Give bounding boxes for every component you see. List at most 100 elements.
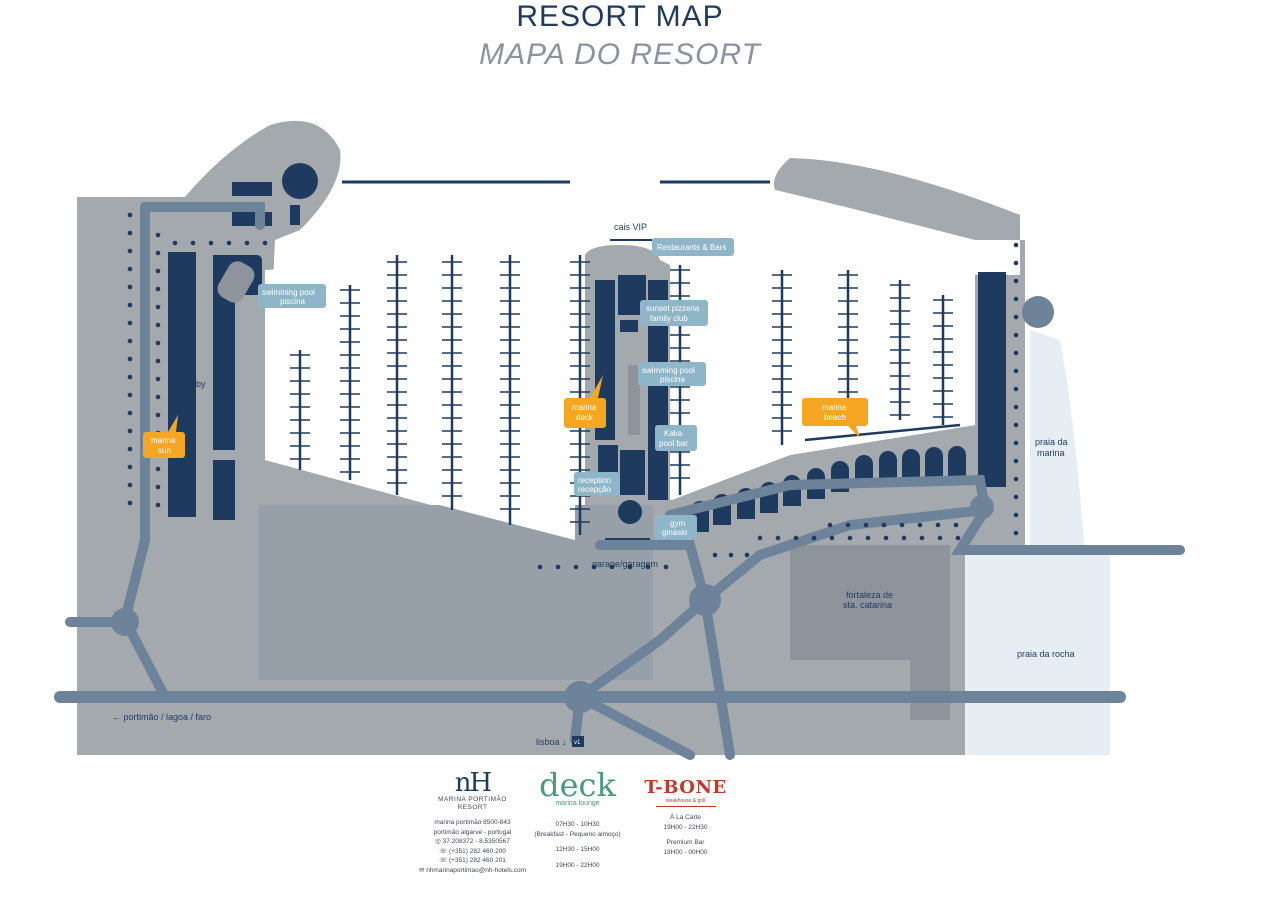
villa	[948, 446, 966, 477]
tree-dot	[127, 446, 133, 452]
tbone-hours: À La Carte	[669, 814, 702, 821]
tree-dot	[190, 240, 196, 246]
bubble-marina-sun[interactable]: marina sun	[143, 415, 185, 458]
label-fortaleza-2: sta. catarina	[843, 600, 892, 610]
villa	[902, 449, 920, 480]
left-docks	[298, 255, 582, 535]
label-gym-pt: ginásio	[662, 528, 688, 537]
tree-dot	[155, 412, 161, 418]
label-cais-vip: cais VIP	[614, 222, 647, 232]
tbone-info: T-BONE steakhouse & grill À La Carte 19H…	[638, 778, 733, 857]
tree-dot	[1013, 386, 1019, 392]
nh-phone[interactable]: ☏ (+351) 282 460 200	[439, 847, 506, 855]
beach-area	[1030, 330, 1085, 555]
tree-dot	[155, 250, 161, 256]
tree-dot	[811, 535, 817, 541]
label-route: v1	[574, 740, 581, 746]
deck-subtitle: marina lounge	[555, 800, 600, 807]
label-pool-bar: pool bar	[659, 439, 688, 448]
tree-dot	[1013, 404, 1019, 410]
tall-building-right	[978, 272, 1006, 487]
tree-dot	[1013, 242, 1019, 248]
label-restaurants: Restaurants & Bars	[657, 243, 726, 252]
tree-dot	[1013, 278, 1019, 284]
label-lisboa: lisboa ↓	[536, 737, 567, 747]
tree-dot	[863, 522, 869, 528]
label-praia-marina-1: praia da	[1035, 437, 1068, 447]
nh-line: ◎ 37.208372 - 8.5350567	[435, 838, 510, 845]
tbone-logo: T-BONE	[644, 777, 727, 798]
tree-dot	[827, 522, 833, 528]
label-pool-center-pt: piscina	[660, 375, 685, 384]
tree-dot	[127, 230, 133, 236]
tree-dot	[155, 502, 161, 508]
bubble-kaka[interactable]: Kaka pool bar	[655, 425, 697, 451]
tree-dot	[1013, 440, 1019, 446]
nh-logo: nH	[454, 768, 492, 798]
bubble-marina-beach[interactable]: marina beach	[802, 398, 868, 438]
tree-dot	[127, 212, 133, 218]
tree-dot	[127, 338, 133, 344]
tree-dot	[917, 522, 923, 528]
bubble-restaurants[interactable]: Restaurants & Bars	[652, 238, 734, 256]
deck-hours: (Breakfast - Pequeno almoço)	[534, 830, 621, 838]
parking-area	[258, 505, 653, 680]
label-marina-beach-2: beach	[824, 413, 846, 422]
fortress-annex	[910, 620, 950, 720]
bubble-gym[interactable]: gym ginásio	[655, 515, 697, 539]
tree-dot	[937, 535, 943, 541]
center-pool	[628, 365, 640, 435]
nh-line: marina portimão 8500-843	[434, 819, 511, 826]
tree-dot	[1013, 314, 1019, 320]
bubble-pool-center[interactable]: swimming pool piscina	[638, 362, 706, 386]
label-reception-pt: recepção	[578, 485, 611, 494]
tree-dot	[899, 522, 905, 528]
tree-dot	[127, 374, 133, 380]
nh-name-1: MARINA PORTIMÃO	[438, 796, 507, 803]
tree-dot	[847, 535, 853, 541]
label-pool-center-en: swimming pool	[642, 366, 695, 375]
tree-dot	[262, 240, 268, 246]
deck-logo: deck	[539, 766, 616, 804]
bubble-sunset-pizzeria[interactable]: sunset pizzeria family club	[640, 300, 708, 326]
tree-dot	[155, 484, 161, 490]
tree-dot	[127, 392, 133, 398]
deck-info: deck marina lounge 07H30 - 10H30 (Breakf…	[520, 766, 635, 870]
tree-dot	[935, 522, 941, 528]
tree-dot	[172, 240, 178, 246]
tree-dot	[1013, 512, 1019, 518]
tree-dot	[1013, 260, 1019, 266]
tree-dot	[1013, 296, 1019, 302]
map-title: RESORT MAP	[516, 0, 724, 33]
tree-dot	[955, 535, 961, 541]
label-reception-en: reception	[578, 476, 611, 485]
tree-dot	[127, 320, 133, 326]
tree-dot	[881, 522, 887, 528]
left-pool-shape	[217, 261, 255, 303]
bubble-reception[interactable]: reception recepção	[574, 472, 620, 496]
tree-dot	[573, 564, 579, 570]
tree-dot	[555, 564, 561, 570]
bubble-pool-left[interactable]: swimming pool piscina	[258, 284, 326, 308]
marina-water-left	[265, 255, 575, 540]
tree-dot	[744, 552, 750, 558]
tree-dot	[1013, 350, 1019, 356]
tree-dot	[155, 304, 161, 310]
label-marina-sun-2: sun	[158, 446, 171, 455]
tree-dot	[953, 522, 959, 528]
nh-email[interactable]: ✉ nhmarinaportimao@nh-hotels.com	[418, 866, 527, 874]
label-family-club: family club	[650, 314, 688, 323]
tree-dot	[155, 286, 161, 292]
tree-dot	[1013, 494, 1019, 500]
tree-dot	[609, 564, 615, 570]
tree-dot	[226, 240, 232, 246]
tree-dot	[127, 428, 133, 434]
bubble-marina-deck[interactable]: marina deck	[564, 375, 606, 428]
tree-dot	[829, 535, 835, 541]
label-marina-deck-2: deck	[576, 413, 594, 422]
tbone-divider	[655, 806, 716, 807]
nh-fax[interactable]: ☏ (+351) 282 460 201	[439, 857, 506, 864]
tree-dot	[793, 535, 799, 541]
tree-dot	[127, 410, 133, 416]
tree-dot	[901, 535, 907, 541]
